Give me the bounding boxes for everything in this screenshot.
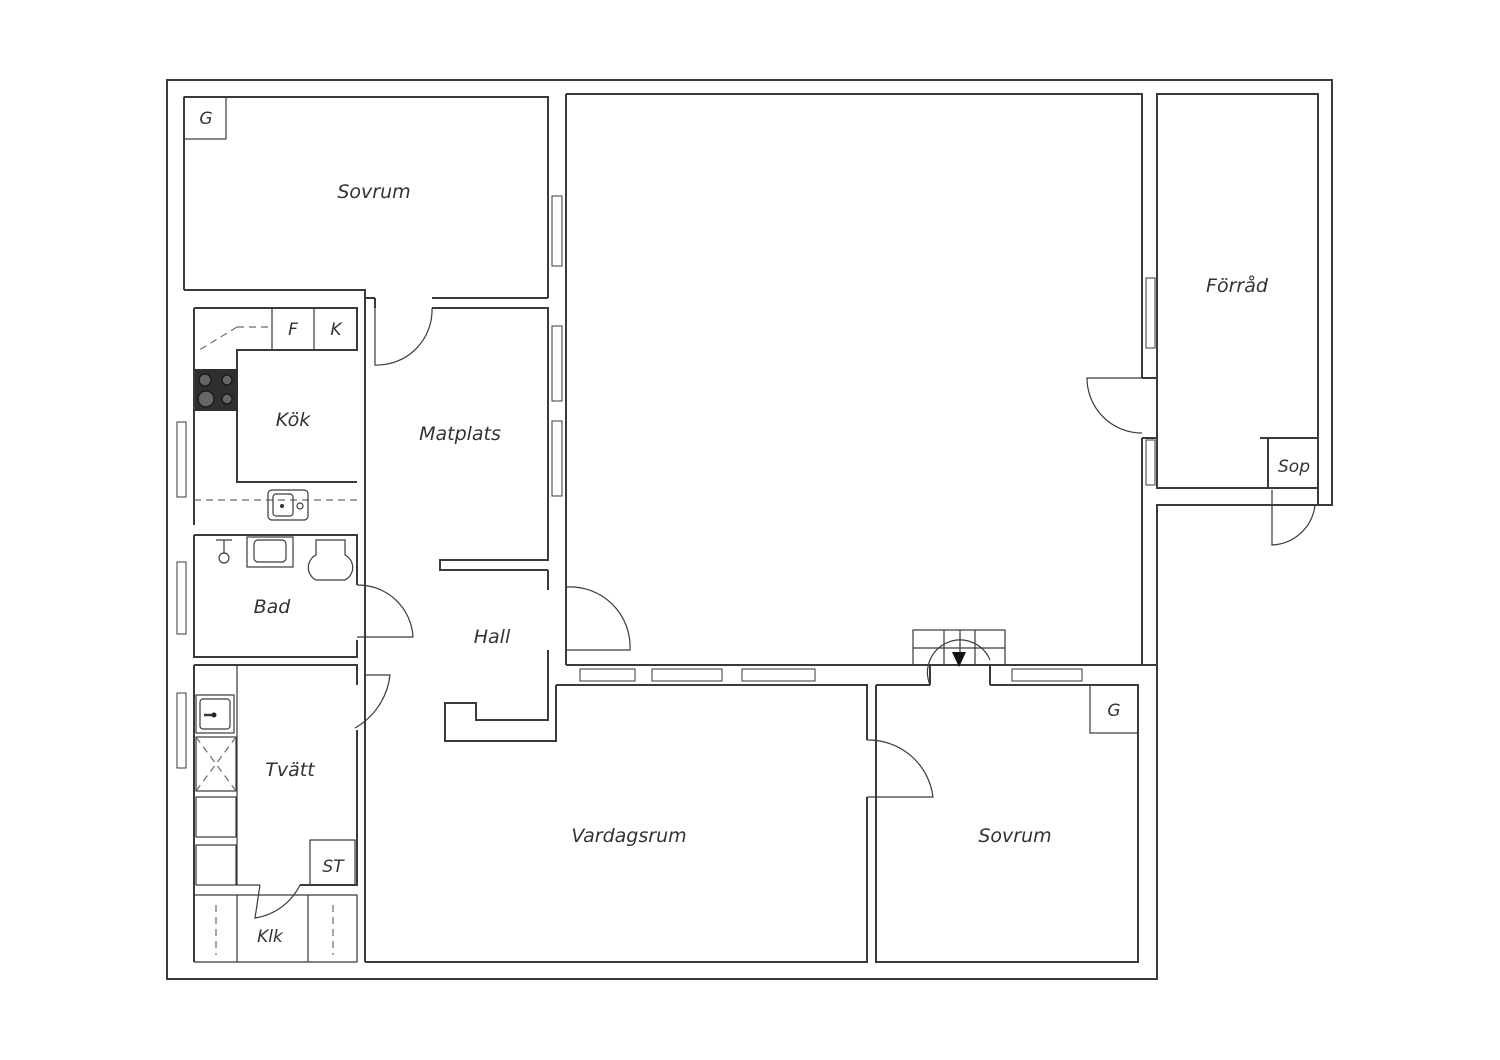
label-klk: Klk [257,927,284,947]
label-sovrum-top: Sovrum [337,181,410,203]
label-tvatt: Tvätt [265,759,316,781]
room-tvatt [193,664,391,963]
label-sovrum-bottom: Sovrum [978,825,1051,847]
cabinet-st [309,839,356,886]
labels: Sovrum Kök Matplats Förråd Sop Bad Hall … [199,109,1310,947]
label-hall: Hall [474,626,511,648]
room-kok-matplats [193,298,549,571]
label-freezer: K [330,320,343,340]
entrance-steps [912,629,1006,686]
room-forrad [1086,93,1319,546]
cabinet-g-bottom [1089,684,1139,734]
label-fridge: F [288,320,298,340]
label-st: ST [322,857,345,877]
label-forrad: Förråd [1206,274,1269,297]
room-vardagsrum [365,684,934,963]
label-bad: Bad [254,596,292,618]
room-sovrum-bottom [875,684,1139,963]
label-g-top: G [199,109,212,129]
label-matplats: Matplats [419,423,501,445]
label-vardagsrum: Vardagsrum [571,825,686,847]
label-kok: Kök [276,409,311,431]
label-sop: Sop [1278,457,1310,477]
label-g-bottom: G [1107,701,1120,721]
room-open-space [565,93,1157,666]
windows [176,195,1156,769]
room-bad [193,534,414,658]
room-sovrum-top [183,96,548,299]
room-hall [364,525,631,962]
cabinet-g-top [183,96,227,140]
